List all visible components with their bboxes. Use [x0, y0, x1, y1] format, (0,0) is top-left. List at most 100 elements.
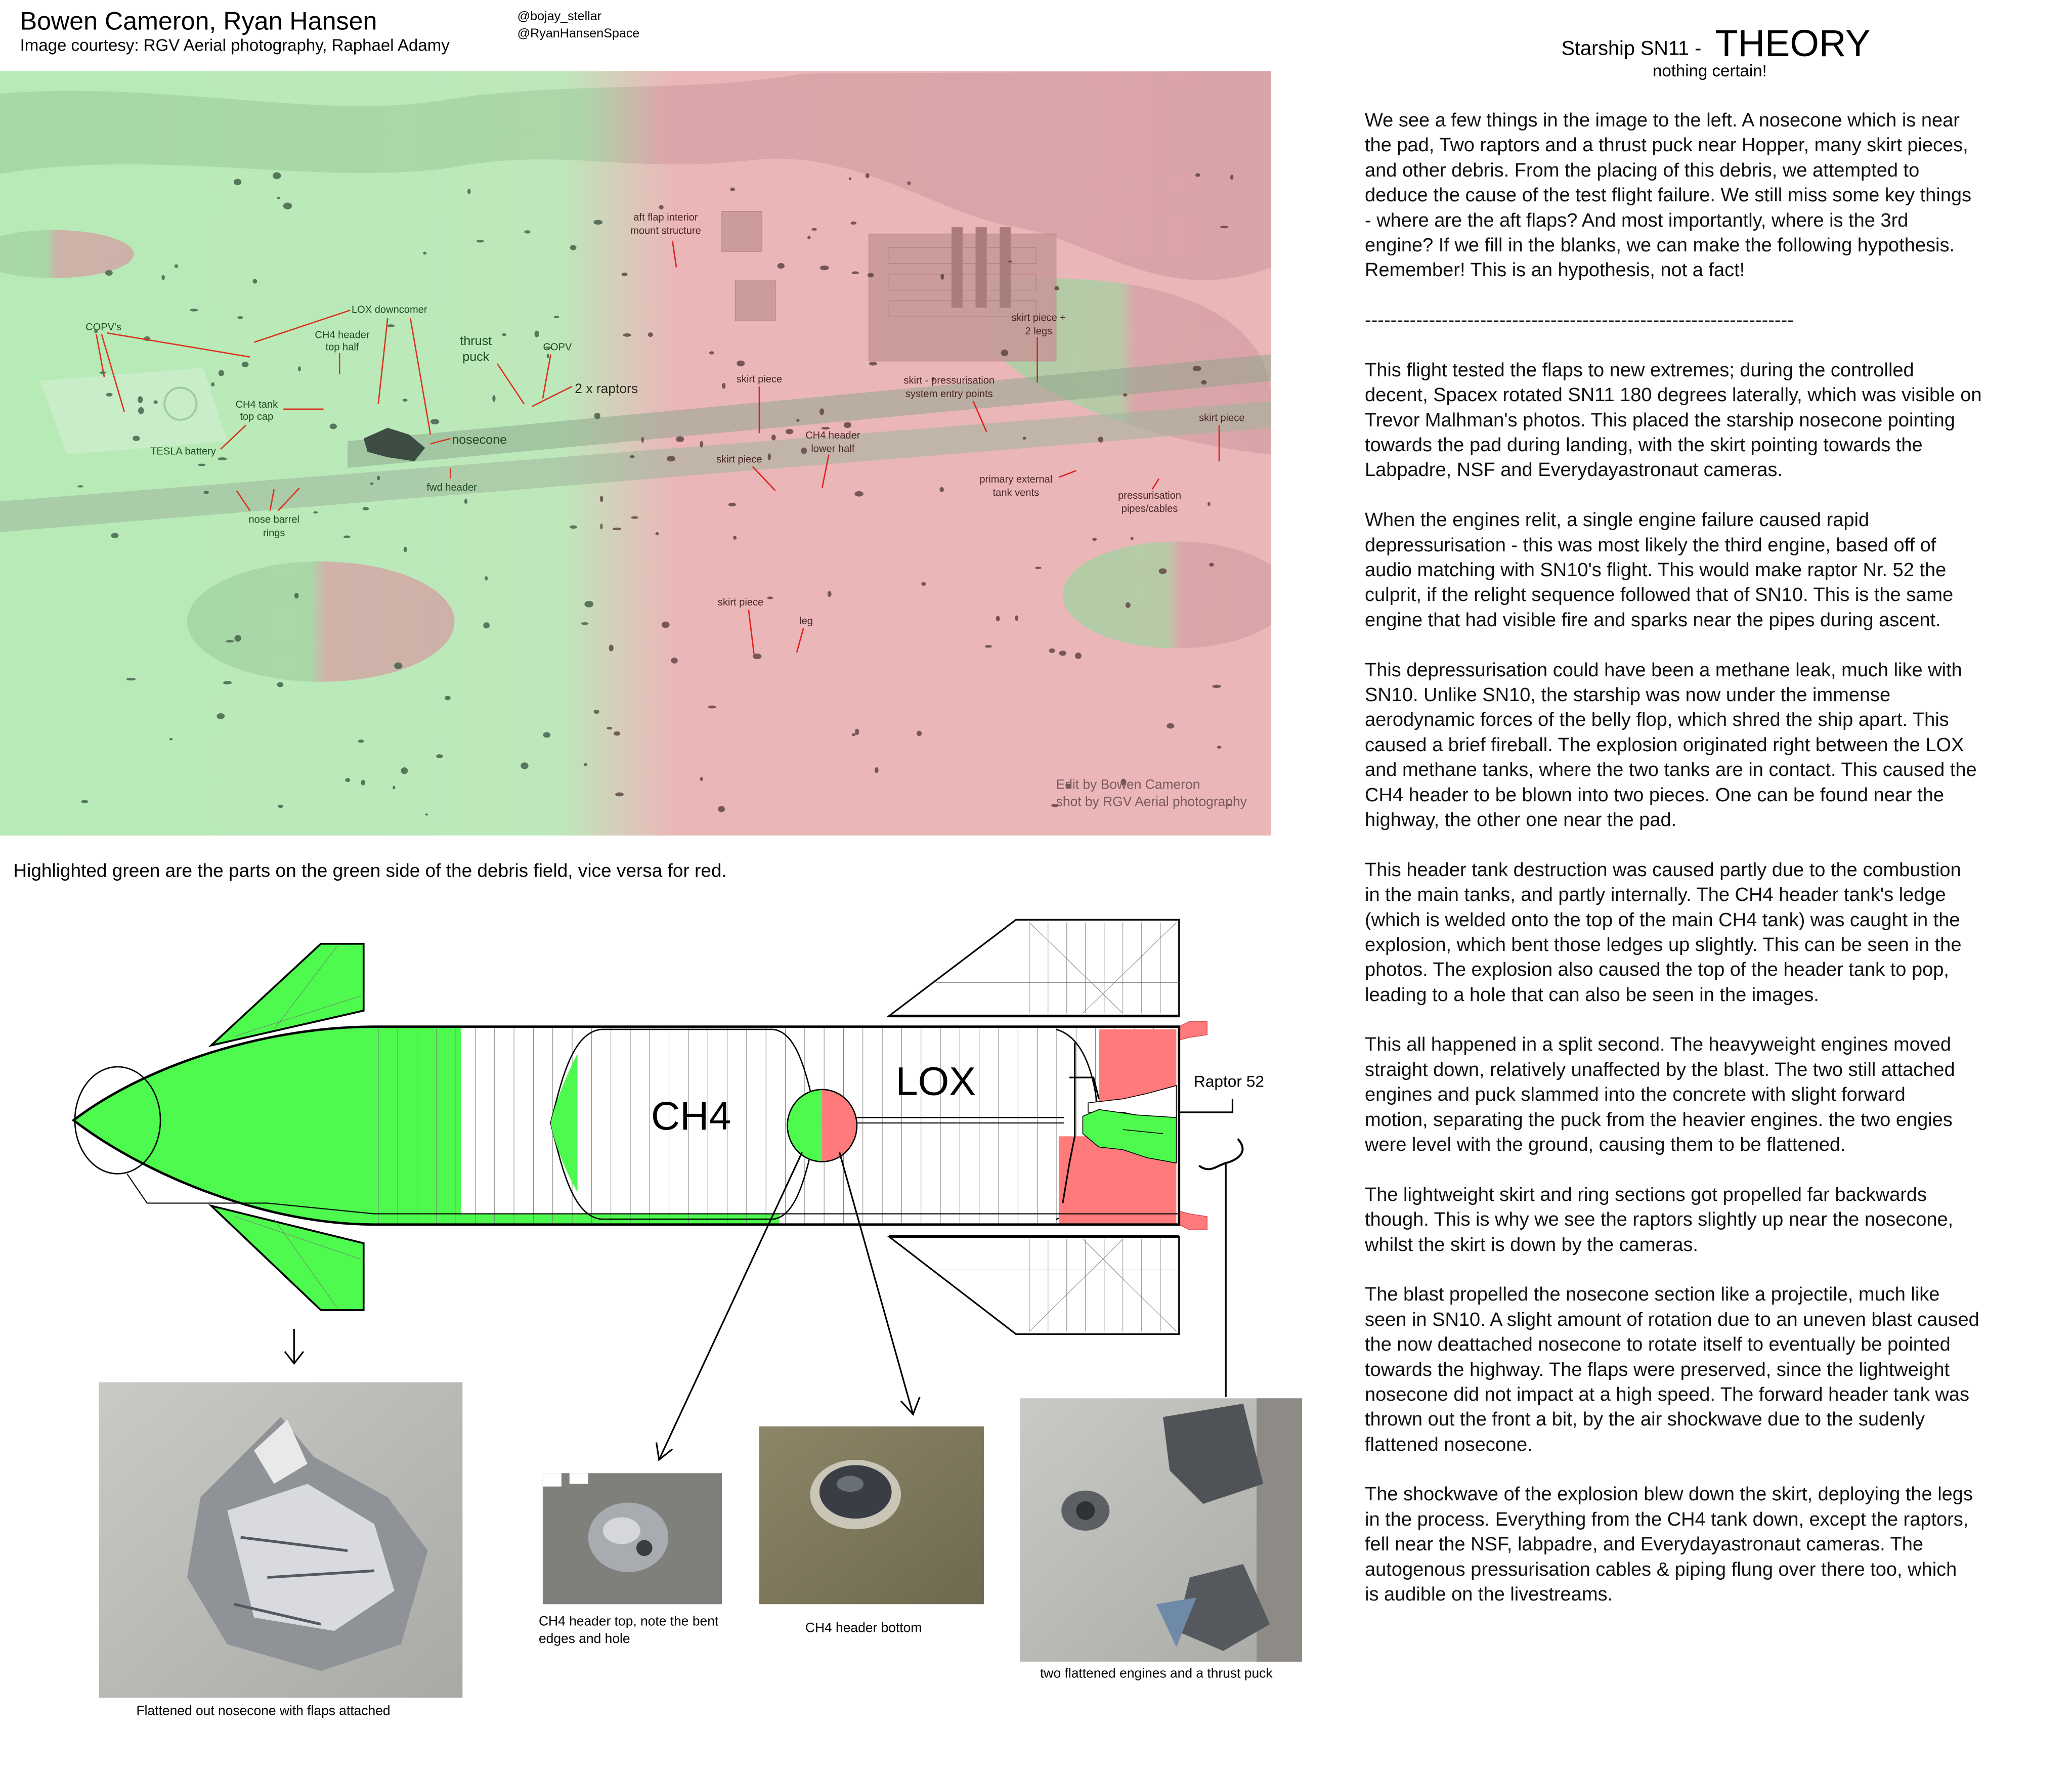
shot-credit: shot by RGV Aerial photography [1056, 794, 1247, 809]
paragraph-9-line: autogenous pressurisation cables & pipin… [1365, 1559, 1957, 1580]
label-ch4-tank-top-cap-2: top cap [240, 411, 273, 422]
debris-piece [819, 408, 825, 415]
debris-piece [358, 740, 364, 743]
debris-piece [106, 393, 113, 397]
label-tesla-battery: TESLA battery [150, 446, 215, 457]
label-ch4-header-lower-2: lower half [811, 443, 854, 454]
debris-piece [1123, 393, 1128, 397]
debris-piece [81, 800, 89, 803]
debris-piece [362, 507, 369, 510]
debris-piece [313, 511, 318, 514]
landing-leg-bottom [1179, 1210, 1207, 1230]
debris-piece [599, 495, 603, 502]
paragraph-4-line: This depressurisation could have been a … [1365, 659, 1962, 681]
paragraph-2-line: decent, Spacex rotated SN11 180 degrees … [1365, 384, 1982, 406]
debris-piece [111, 533, 119, 539]
debris-piece [211, 382, 215, 386]
debris-piece [718, 806, 725, 812]
label-skirt-piece-3: skirt piece [1199, 413, 1244, 424]
debris-piece [700, 441, 704, 448]
ch4-header-tank [787, 1089, 858, 1162]
debris-piece [996, 616, 1000, 622]
debris-piece [671, 658, 678, 664]
debris-piece [483, 622, 490, 629]
debris-piece [345, 778, 351, 783]
label-skirt-pressurisation-2: system entry points [905, 388, 993, 400]
debris-piece [436, 754, 443, 759]
paragraph-2-line: towards the pad during landing, with the… [1365, 435, 1923, 456]
label-thrust-puck-2: puck [462, 350, 489, 364]
debris-piece [241, 361, 249, 368]
label-nose-barrel-rings: nose barrel [249, 514, 299, 525]
debris-piece [1220, 226, 1229, 229]
ship-outline [71, 1025, 1181, 1226]
ch4-header-lower-half [822, 1089, 857, 1162]
nose-piping [126, 1173, 375, 1215]
paragraph-4-line: highway, the other one near the pad. [1365, 809, 1677, 831]
debris-piece [737, 360, 745, 367]
paragraph-4-line: and methane tanks, where the two tanks a… [1365, 759, 1977, 781]
debris-piece [811, 228, 817, 231]
debris-piece [553, 316, 559, 319]
caption-ch4-top-1: CH4 header top, note the bent [539, 1614, 719, 1629]
debris-piece [850, 221, 857, 225]
raptor-engines [1062, 1043, 1177, 1203]
debris-piece [609, 644, 614, 652]
debris-field [77, 172, 1234, 816]
paragraph-6-line: This all happened in a split second. The… [1365, 1034, 1952, 1056]
debris-piece [133, 436, 140, 441]
debris-piece [1066, 784, 1072, 789]
paragraph-4-line: aerodynamic forces of the belly flop, wh… [1365, 709, 1949, 731]
title-prefix: Starship SN11 - [1562, 37, 1702, 59]
debris-piece [492, 395, 496, 402]
debris-piece [329, 423, 337, 429]
debris-piece [277, 682, 284, 687]
label-ch4-header-lower: CH4 header [805, 430, 860, 441]
debris-piece [1207, 502, 1211, 506]
debris-piece [708, 705, 716, 709]
paragraph-8-line: seen in SN10. A slight amount of rotatio… [1365, 1309, 1979, 1330]
label-lox-downcomer: LOX downcomer [352, 305, 427, 316]
debris-piece [709, 351, 714, 355]
debris-piece [667, 456, 676, 462]
debris-piece [631, 516, 638, 519]
flap-grid-line [1083, 1239, 1177, 1332]
label-skirt-piece-1: skirt piece [737, 374, 782, 385]
debris-piece [278, 804, 284, 808]
debris-piece [203, 491, 209, 494]
paragraph-1-line: Remember! This is an hypothesis, not a f… [1365, 259, 1745, 281]
debris-piece [543, 732, 551, 738]
label-copvs: COPV's [85, 322, 121, 333]
debris-piece [940, 273, 944, 280]
label-skirt-pressurisation: skirt - pressurisation [903, 375, 995, 386]
paragraph-2-line: Labpadre, NSF and Everydayastronaut came… [1365, 459, 1783, 481]
label-pressurisation-pipes: pressurisation [1118, 490, 1181, 501]
paragraph-8-line: flattened nosecone. [1365, 1434, 1533, 1455]
debris-piece [1001, 349, 1009, 357]
debris-piece [615, 792, 624, 797]
debris-piece [94, 329, 98, 333]
paragraph-9-line: is audible on the livestreams. [1365, 1584, 1613, 1606]
paragraph-8-line: towards the highway. The flaps were pres… [1365, 1359, 1950, 1380]
debris-piece [534, 330, 540, 337]
debris-piece [546, 354, 549, 358]
label-ch4-tank-top-cap: CH4 tank [236, 399, 279, 410]
debris-piece [851, 733, 856, 737]
debris-piece [294, 593, 299, 599]
label-2-raptors: 2 x raptors [575, 381, 638, 396]
aft-flap-bottom [886, 1235, 1180, 1335]
debris-piece [1217, 746, 1222, 749]
paragraph-1-line: engine? If we fill in the blanks, we can… [1365, 234, 1955, 256]
highway [0, 401, 1272, 532]
paragraph-4-line: caused a brief fireball. The explosion o… [1365, 734, 1964, 756]
debris-piece [198, 463, 206, 466]
debris-piece [402, 399, 408, 402]
forward-flap-bottom [208, 1204, 365, 1311]
debris-piece [1230, 175, 1234, 180]
blank-line [1365, 1008, 2068, 1032]
paragraph-6-line: straight down, relatively unaffected by … [1365, 1059, 1955, 1080]
edit-credit: Edit by Bowen Cameron [1056, 776, 1200, 792]
label-nose-barrel-rings-2: rings [263, 528, 285, 539]
debris-piece [1227, 804, 1232, 806]
caption-engines: two flattened engines and a thrust puck [1040, 1666, 1273, 1681]
